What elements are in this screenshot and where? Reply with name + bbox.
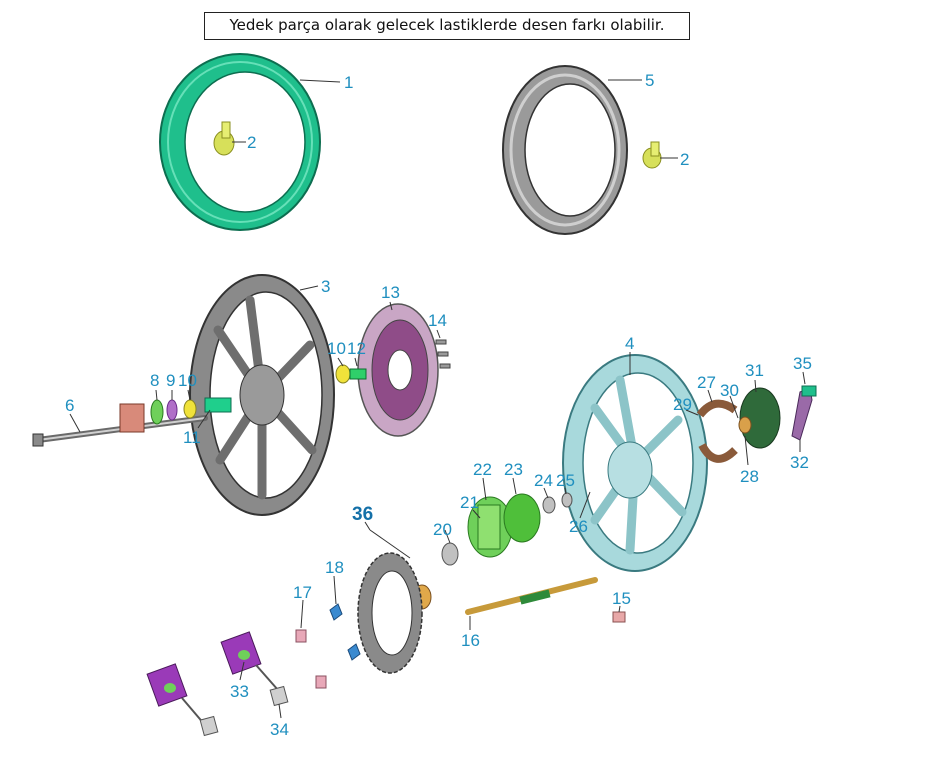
callout-10-left: 10 (178, 371, 197, 390)
callout-35: 35 (793, 354, 812, 373)
callout-17: 17 (293, 583, 312, 602)
callout-5: 5 (645, 71, 654, 90)
rear-rim (562, 354, 708, 572)
callout-14: 14 (428, 311, 447, 330)
callout-30: 30 (720, 381, 739, 400)
brake-arm (791, 385, 817, 441)
brake-shoes (696, 399, 738, 463)
callout-27: 27 (697, 373, 716, 392)
callout-24: 24 (534, 471, 553, 490)
callout-22: 22 (473, 460, 492, 479)
front-axle (32, 415, 208, 447)
callout-32: 32 (790, 453, 809, 472)
front-rim (189, 274, 335, 516)
axle-nut (612, 611, 626, 623)
brake-panel (738, 387, 781, 449)
rear-axle (465, 577, 598, 615)
rear-hub (467, 493, 541, 558)
brake-disc (357, 303, 439, 437)
leader-lines (69, 79, 806, 719)
valve-stem-rear (642, 141, 662, 169)
callout-25: 25 (556, 471, 575, 490)
callout-20: 20 (433, 520, 452, 539)
tire-pattern-notice: Yedek parça olarak gelecek lastiklerde d… (204, 12, 690, 40)
callout-15: 15 (612, 589, 631, 608)
callout-2-rear: 2 (680, 150, 689, 169)
callout-13: 13 (381, 283, 400, 302)
callout-23: 23 (504, 460, 523, 479)
callout-18: 18 (325, 558, 344, 577)
callout-33: 33 (230, 682, 249, 701)
callout-16: 16 (461, 631, 480, 650)
callout-31: 31 (745, 361, 764, 380)
chain-adjusters (146, 631, 279, 726)
front-spacer-right (335, 364, 367, 384)
tire (502, 65, 628, 235)
speedo-gear (119, 403, 145, 433)
disc-bolts (435, 339, 451, 369)
front-seal-parts (150, 399, 197, 425)
callout-12: 12 (347, 339, 366, 358)
callout-11: 11 (183, 428, 201, 447)
callout-6: 6 (65, 396, 74, 415)
callout-34: 34 (270, 720, 289, 739)
damper-bushings (295, 629, 327, 689)
callout-21: 21 (460, 493, 479, 512)
rear-bearings (441, 492, 573, 566)
callout-1: 1 (344, 73, 353, 92)
callout-26: 26 (569, 517, 588, 536)
callout-29: 29 (673, 395, 692, 414)
callout-labels: 1 2 2 5 3 13 14 10 12 8 9 10 6 11 4 27 3… (65, 71, 812, 739)
rear-sprocket (357, 552, 423, 674)
callout-2-front: 2 (247, 133, 256, 152)
callout-8: 8 (150, 371, 159, 390)
callout-10-right: 10 (327, 339, 346, 358)
lock-washers (329, 603, 361, 661)
callout-4: 4 (625, 334, 634, 353)
callout-3: 3 (321, 277, 330, 296)
callout-28: 28 (740, 467, 759, 486)
callout-36: 36 (352, 504, 373, 525)
adjuster-plates (199, 685, 289, 737)
callout-9: 9 (166, 371, 175, 390)
valve-stem-front (213, 121, 235, 156)
